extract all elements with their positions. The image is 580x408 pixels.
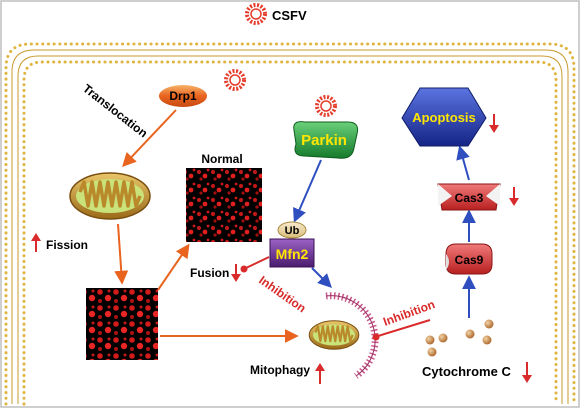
cytochrome-c-molecules	[425, 319, 494, 357]
cas3-node	[437, 183, 501, 211]
cas3-down-arrow	[509, 187, 519, 206]
inhibition-cytochrome-to-mitophagy	[377, 319, 431, 337]
arrow-drp1-to-mitochondrion	[122, 109, 177, 168]
apoptosis-down-arrow	[489, 114, 499, 133]
arrow-mito-to-fragmented	[114, 223, 129, 285]
inhibition-endpoint-icon	[240, 265, 248, 273]
mitophagy-label: Mitophagy	[250, 363, 310, 377]
drp1-label: Drp1	[169, 89, 197, 103]
mitochondrion-icon	[68, 171, 152, 221]
mfn2-node	[269, 238, 315, 268]
fragmented-mitochondria-image	[86, 288, 158, 360]
cas9-node	[445, 243, 493, 275]
cytochrome-c-label: Cytochrome C	[422, 364, 511, 379]
mitophagy-up-arrow	[315, 363, 325, 384]
diagram-title: CSFV	[272, 8, 307, 23]
cas3-label: Cas3	[455, 191, 484, 205]
cell-membrane	[4, 42, 576, 406]
fusion-label: Fusion	[190, 266, 229, 280]
inhibition-mfn2-to-fusion	[245, 256, 270, 269]
mfn2-label: Mfn2	[276, 246, 309, 262]
apoptosis-label: Apoptosis	[412, 110, 476, 125]
cas9-label: Cas9	[455, 253, 484, 267]
fission-label: Fission	[46, 238, 88, 252]
cytochrome-c-down-arrow	[522, 362, 532, 383]
parkin-node	[293, 121, 359, 159]
normal-label: Normal	[201, 152, 242, 166]
arrow-fragmented-to-normal	[157, 243, 190, 291]
fission-up-arrow	[31, 233, 41, 252]
ub-label: Ub	[285, 225, 300, 237]
apoptosis-node	[401, 87, 487, 147]
mitophagy-mitochondrion	[308, 292, 379, 379]
arrow-parkin-to-ub	[293, 159, 322, 223]
parkin-label: Parkin	[301, 132, 347, 149]
fusion-down-arrow	[231, 264, 241, 282]
drp1-node	[159, 85, 207, 107]
inhibition-endpoint-icon	[372, 333, 380, 341]
arrow-mfn2-to-mitophagy	[311, 267, 332, 288]
arrow-cas3-to-apoptosis	[456, 145, 470, 181]
normal-mitochondria-image	[186, 168, 262, 242]
ub-node	[277, 221, 307, 239]
